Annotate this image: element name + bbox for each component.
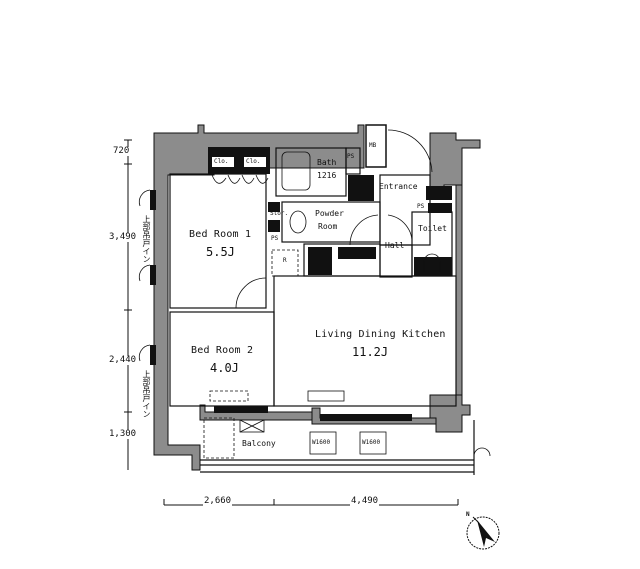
dim-vertical-4: 1,300 <box>108 429 138 439</box>
window-note-1: 上部吊戸イン <box>142 215 151 263</box>
powder-room-name-line2: Room <box>318 222 338 231</box>
closet1-label: Clo. <box>214 158 229 165</box>
dark-fixtures <box>150 147 452 421</box>
balcony-name: Balcony <box>242 439 276 448</box>
bedroom2-size: 4.0J <box>210 361 239 375</box>
ps-top-label: PS <box>347 153 355 160</box>
ps-right-label: PS <box>417 203 425 210</box>
closet2-label: Clo. <box>246 158 261 165</box>
door-swings <box>138 129 491 459</box>
bedroom1-name: Bed Room 1 <box>189 229 252 240</box>
dim-horizontal-2: 4,490 <box>350 496 380 506</box>
storage-label: Stor. <box>270 210 289 217</box>
compass-north-label: N <box>466 511 470 518</box>
bedroom1-size: 5.5J <box>206 245 235 259</box>
dim-vertical-3: 2,440 <box>108 355 138 365</box>
entrance-name: Entrance <box>379 182 418 191</box>
mb-label: MB <box>369 142 377 149</box>
refrigerator-label: R <box>283 257 287 264</box>
powder-room-name-line1: Powder <box>315 209 344 218</box>
ldk-size: 11.2J <box>352 345 389 359</box>
bath-name: Bath <box>317 158 337 167</box>
outdoor-unit1-label: W1600 <box>312 439 331 446</box>
bath-size: 1216 <box>317 171 337 180</box>
dim-horizontal-1: 2,660 <box>203 496 233 506</box>
toilet-name: Toilet <box>418 224 447 233</box>
ps-left-label: PS <box>271 235 279 242</box>
dim-vertical-1: 720 <box>112 146 131 156</box>
outdoor-unit2-label: W1600 <box>362 439 381 446</box>
hall-name: Hall <box>385 241 405 250</box>
window-note-2: 上部吊戸イン <box>142 370 151 418</box>
bedroom2-name: Bed Room 2 <box>191 345 254 356</box>
compass-icon <box>466 516 500 550</box>
ldk-name: Living Dining Kitchen <box>315 329 446 340</box>
dim-vertical-2: 3,490 <box>108 232 138 242</box>
